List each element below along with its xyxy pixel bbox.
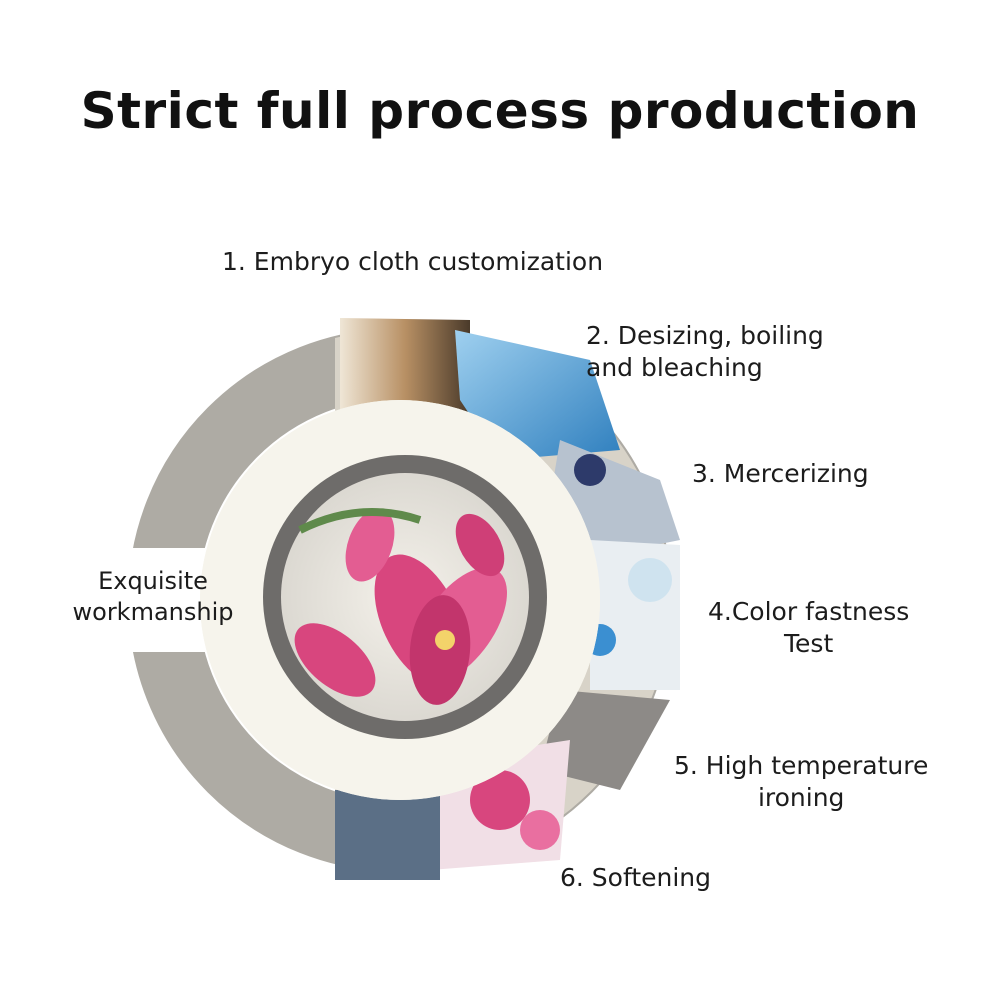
- step-color-fastness: 4.Color fastness Test: [708, 597, 910, 658]
- photo-lab-test: [590, 540, 680, 690]
- photo-fabric-rolls: [340, 318, 470, 420]
- step-ironing: 5. High temperature ironing: [674, 751, 929, 812]
- photo-workshop: [335, 790, 440, 880]
- magnolia-flower-icon: [294, 508, 507, 705]
- step-embryo-cloth: 1. Embryo cloth customization: [222, 247, 604, 276]
- center-label: Exquisite workmanship: [72, 567, 234, 626]
- step-desizing: 2. Desizing, boiling and bleaching: [586, 321, 824, 382]
- page-title: Strict full process production: [80, 82, 920, 140]
- photo-ironing: [540, 690, 670, 790]
- step-mercerizing: 3. Mercerizing: [692, 459, 869, 488]
- step-softening: 6. Softening: [560, 863, 712, 892]
